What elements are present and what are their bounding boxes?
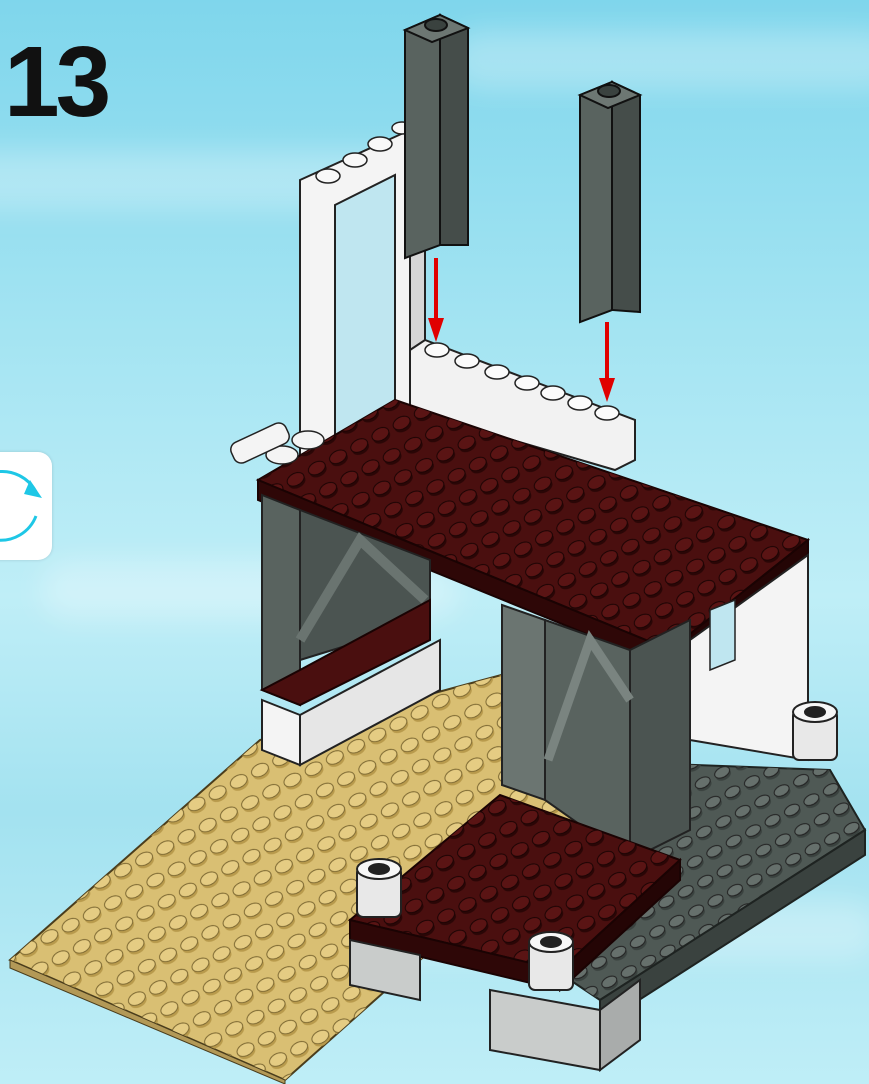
dark-gray-pillar-left bbox=[405, 15, 468, 258]
dark-gray-pillar-right bbox=[580, 82, 640, 322]
placement-arrow-icon bbox=[599, 322, 615, 402]
placement-arrow-icon bbox=[428, 258, 444, 342]
